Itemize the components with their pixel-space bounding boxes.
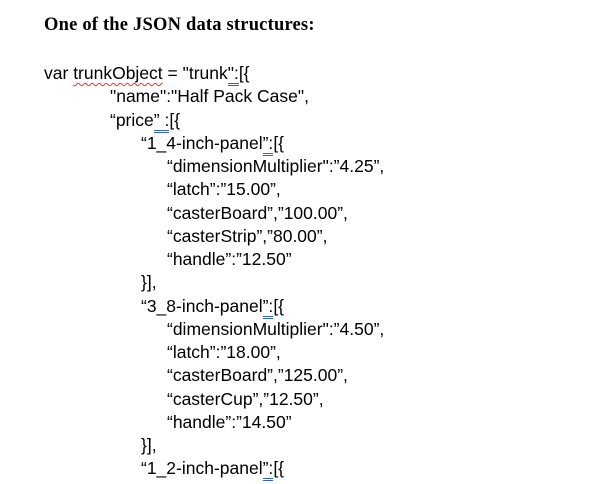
code-text: = "trunk [162, 63, 228, 83]
code-text: var [44, 63, 74, 83]
code-text: “handle”:”12.50” [167, 249, 292, 269]
code-text: [{ [169, 109, 181, 130]
code-text: [{ [273, 458, 285, 479]
code-line: “handle”:”12.50” [167, 248, 609, 271]
code-text: “casterStrip”,”80.00”, [167, 225, 328, 246]
code-line: “dimensionMultiplier":”4.25”, [167, 155, 609, 178]
code-line: “casterBoard”,”125.00”, [167, 364, 609, 387]
code-text: “dimensionMultiplier":”4.50”, [167, 318, 385, 339]
code-line: “latch”:”15.00”, [167, 178, 609, 201]
page-title: One of the JSON data structures: [44, 15, 315, 35]
code-line: “handle”:”14.50” [167, 411, 609, 434]
code-text: }], [141, 435, 157, 455]
code-text: “dimensionMultiplier":”4.25”, [167, 156, 385, 176]
code-text: “casterBoard”,”100.00”, [167, 202, 348, 223]
grammar-underlined-text: ”: [262, 458, 274, 482]
code-line: "name":"Half Pack Case", [110, 85, 609, 108]
grammar-underlined-text: ”: [262, 132, 274, 156]
code-line: “casterBoard”,”100.00”, [167, 202, 609, 225]
code-line: “dimensionMultiplier":”4.50”, [167, 318, 609, 341]
code-text: “3_8-inch-panel [141, 295, 263, 316]
code-text: [{ [273, 132, 285, 153]
code-line: “3_8-inch-panel”:[{ [141, 295, 609, 319]
code-text: “casterCup”,”12.50”, [167, 388, 324, 409]
code-text: “1_4-inch-panel [141, 132, 263, 153]
code-text: “price [110, 109, 154, 130]
code-line: }], [141, 434, 609, 457]
code-line: “latch”:”18.00”, [167, 341, 609, 364]
code-line: “casterStrip”,”80.00”, [167, 225, 609, 248]
code-line: }], [141, 271, 609, 294]
code-text: }], [141, 272, 157, 293]
code-text: “latch”:”18.00”, [167, 342, 281, 362]
code-text: “casterBoard”,”125.00”, [167, 365, 348, 386]
code-text: “latch”:”15.00”, [167, 179, 281, 200]
code-line: var trunkObject = "trunk":[{ [44, 62, 609, 86]
code-block: var trunkObject = "trunk":[{"name":"Half… [44, 62, 609, 482]
grammar-underlined-text: ” : [153, 109, 170, 133]
code-text: [{ [238, 63, 250, 83]
code-line: “casterCup”,”12.50”, [167, 388, 609, 411]
code-text: [{ [273, 295, 285, 316]
code-text: “handle”:”14.50” [167, 411, 292, 432]
grammar-underlined-text: ”: [262, 295, 274, 319]
code-line: “price” :[{ [110, 109, 609, 133]
spellcheck-underlined-text: trunkObject [73, 63, 163, 83]
grammar-underlined-text: ": [227, 63, 239, 86]
code-text: "name":"Half Pack Case", [110, 86, 309, 107]
code-line: “1_4-inch-panel”:[{ [141, 132, 609, 156]
code-text: “1_2-inch-panel [141, 458, 263, 479]
code-line: “1_2-inch-panel”:[{ [141, 457, 609, 482]
